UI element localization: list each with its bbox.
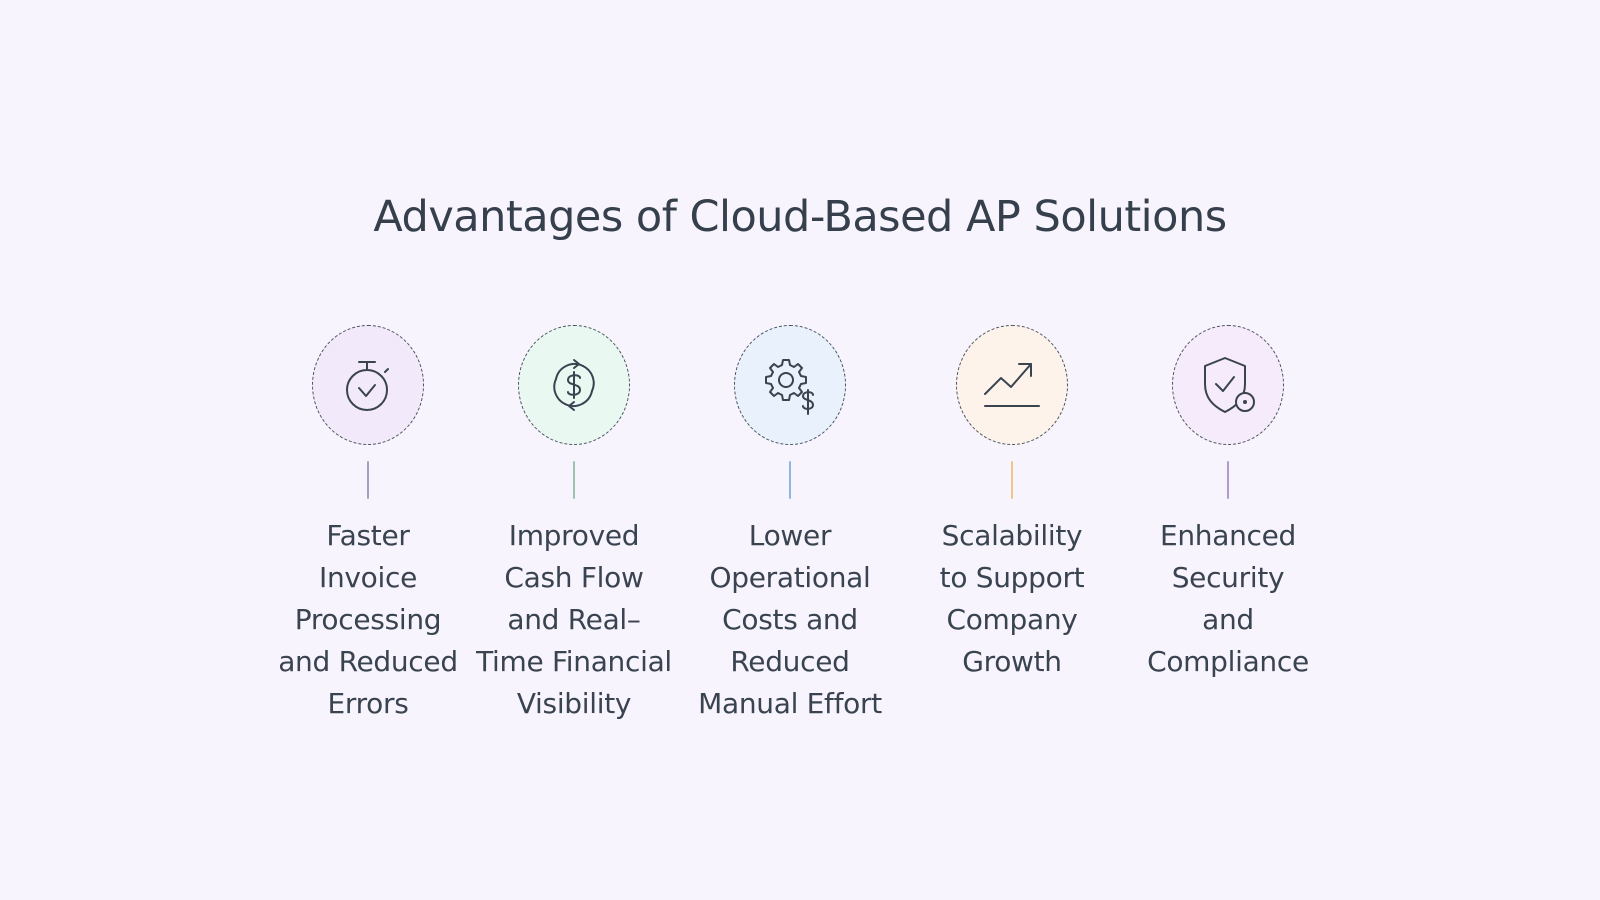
advantage-label: Scalability to Support Company Growth — [940, 515, 1085, 683]
dollar-cycle-icon — [553, 359, 595, 411]
stopwatch-check-icon — [346, 361, 389, 411]
label-line: Visibility — [516, 687, 632, 720]
label-line: to Support — [939, 561, 1085, 594]
advantage-enhanced-security: Enhanced Security and Compliance — [1128, 325, 1328, 683]
gear-dollar-icon — [765, 359, 814, 415]
label-line: Manual Effort — [698, 687, 882, 720]
connector-line — [1227, 461, 1229, 499]
label-line: and Reduced — [278, 645, 458, 678]
label-line: Scalability — [941, 519, 1083, 552]
advantage-improved-cash-flow: Improved Cash Flow and Real– Time Financ… — [474, 325, 674, 725]
label-line: and — [1202, 603, 1254, 636]
label-line: Errors — [327, 687, 409, 720]
icon-circle — [956, 325, 1068, 445]
label-line: Time Financial — [476, 645, 672, 678]
label-line: Costs and — [722, 603, 858, 636]
advantage-label: Faster Invoice Processing and Reduced Er… — [278, 515, 458, 725]
advantage-scalability: Scalability to Support Company Growth — [912, 325, 1112, 683]
label-line: Cash Flow — [504, 561, 644, 594]
label-line: Enhanced — [1159, 519, 1297, 552]
icon-circle — [1172, 325, 1284, 445]
advantage-label: Lower Operational Costs and Reduced Manu… — [698, 515, 882, 725]
label-line: Operational — [709, 561, 871, 594]
advantage-lower-operational-costs: Lower Operational Costs and Reduced Manu… — [690, 325, 890, 725]
icon-circle — [734, 325, 846, 445]
advantage-label: Enhanced Security and Compliance — [1147, 515, 1309, 683]
connector-line — [367, 461, 369, 499]
advantage-label: Improved Cash Flow and Real– Time Financ… — [476, 515, 672, 725]
label-line: Company — [946, 603, 1078, 636]
label-line: Faster — [326, 519, 410, 552]
advantage-faster-invoice-processing: Faster Invoice Processing and Reduced Er… — [268, 325, 468, 725]
label-line: Improved — [508, 519, 640, 552]
label-line: and Real– — [507, 603, 641, 636]
label-line: Reduced — [730, 645, 850, 678]
icon-circle — [312, 325, 424, 445]
label-line: Growth — [962, 645, 1062, 678]
label-line: Lower — [748, 519, 832, 552]
label-line: Processing — [294, 603, 442, 636]
growth-chart-icon — [984, 363, 1040, 407]
diagram-title: Advantages of Cloud-Based AP Solutions — [373, 192, 1227, 242]
label-line: Invoice — [318, 561, 417, 594]
connector-line — [573, 461, 575, 499]
label-line: Compliance — [1147, 645, 1309, 678]
shield-check-icon — [1204, 357, 1255, 413]
label-line: Security — [1171, 561, 1285, 594]
icon-circle — [518, 325, 630, 445]
connector-line — [789, 461, 791, 499]
connector-line — [1011, 461, 1013, 499]
